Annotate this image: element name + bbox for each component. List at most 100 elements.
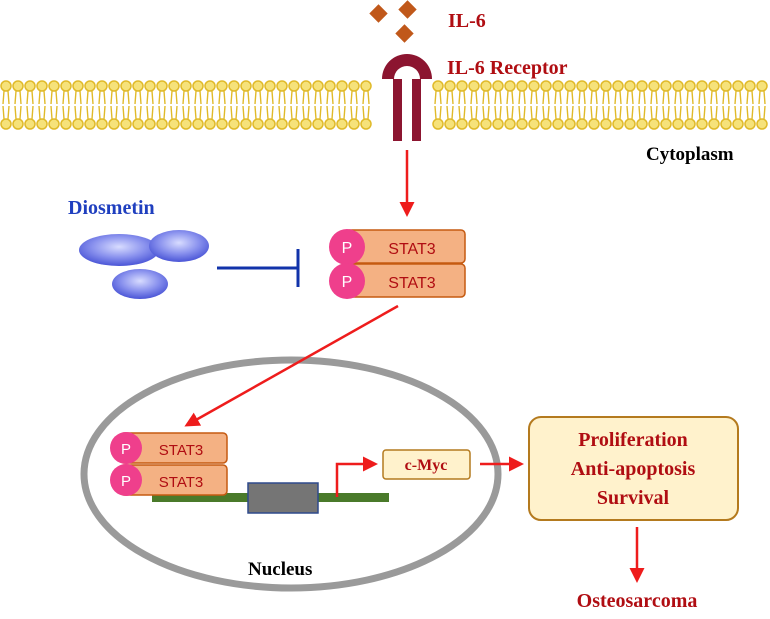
lipid-head — [312, 80, 324, 92]
lipid-head — [624, 118, 636, 130]
lipid-head — [708, 118, 720, 130]
lipid-tail — [470, 90, 473, 105]
lipid-head — [348, 80, 360, 92]
lipid-head — [348, 118, 360, 130]
lipid-tail — [26, 105, 29, 120]
lipid-tail — [643, 105, 646, 120]
phosphate-icon — [110, 432, 142, 464]
lipid-head — [672, 80, 684, 92]
lipid-tail — [734, 105, 737, 120]
lipid-head — [588, 118, 600, 130]
lipid-tail — [175, 105, 178, 120]
lipid-head — [540, 80, 552, 92]
lipid-head — [288, 118, 300, 130]
lipid-head — [672, 118, 684, 130]
lipid-head — [636, 80, 648, 92]
lipid-head — [696, 118, 708, 130]
lipid-tail — [367, 105, 370, 120]
lipid-tail — [655, 105, 658, 120]
lipid-head — [540, 118, 552, 130]
promoter-region — [247, 482, 319, 514]
lipid-tail — [38, 90, 41, 105]
lipid-tail — [607, 90, 610, 105]
lipid-tail — [494, 90, 497, 105]
lipid-head — [504, 80, 516, 92]
lipid-head — [120, 118, 132, 130]
lipid-head — [648, 118, 660, 130]
lipid-tail — [482, 105, 485, 120]
outcome-survival: Survival — [597, 487, 670, 509]
lipid-head — [288, 80, 300, 92]
lipid-head — [60, 118, 72, 130]
lipid-head — [492, 80, 504, 92]
lipid-tail — [194, 90, 197, 105]
lipid-head — [516, 80, 528, 92]
lipid-tail — [86, 105, 89, 120]
lipid-tail — [595, 105, 598, 120]
lipid-tail — [122, 90, 125, 105]
lipid-head — [492, 118, 504, 130]
lipid-tail — [326, 90, 329, 105]
lipid-head — [144, 80, 156, 92]
phosphate-icon — [329, 263, 365, 299]
lipid-tail — [187, 105, 190, 120]
lipid-tail — [139, 90, 142, 105]
lipid-tail — [650, 90, 653, 105]
lipid-head — [24, 80, 36, 92]
lipid-tail — [55, 90, 58, 105]
lipid-head — [180, 80, 192, 92]
lipid-tail — [247, 105, 250, 120]
lipid-head — [168, 80, 180, 92]
lipid-head — [612, 80, 624, 92]
lipid-tail — [703, 90, 706, 105]
lipid-head — [180, 118, 192, 130]
lipid-tail — [19, 105, 22, 120]
lipid-tail — [758, 90, 761, 105]
lipid-head — [276, 80, 288, 92]
lipid-tail — [259, 105, 262, 120]
lipid-head — [456, 118, 468, 130]
lipid-tail — [475, 105, 478, 120]
lipid-head — [480, 80, 492, 92]
lipid-tail — [679, 105, 682, 120]
lipid-tail — [331, 90, 334, 105]
lipid-tail — [38, 105, 41, 120]
lipid-tail — [434, 105, 437, 120]
phosphate-label: P — [121, 473, 131, 490]
diosmetin-molecules-icon — [79, 230, 209, 299]
lipid-tail — [523, 90, 526, 105]
lipid-head — [216, 80, 228, 92]
lipid-head — [156, 80, 168, 92]
lipid-tail — [362, 90, 365, 105]
lipid-head — [252, 118, 264, 130]
lipid-tail — [734, 90, 737, 105]
lipid-tail — [110, 105, 113, 120]
lipid-tail — [91, 90, 94, 105]
lipid-tail — [206, 105, 209, 120]
lipid-tail — [686, 105, 689, 120]
lipid-tail — [679, 90, 682, 105]
lipid-tail — [62, 105, 65, 120]
lipid-head — [228, 80, 240, 92]
lipid-tail — [31, 90, 34, 105]
outcomes-box — [528, 416, 739, 521]
lipid-tail — [182, 90, 185, 105]
lipid-tail — [134, 105, 137, 120]
phosphate-label: P — [121, 441, 131, 458]
lipid-tail — [187, 90, 190, 105]
lipid-tail — [434, 90, 437, 105]
lipid-head — [336, 118, 348, 130]
lipid-tail — [674, 105, 677, 120]
diosmetin-label: Diosmetin — [68, 197, 155, 219]
lipid-head — [588, 80, 600, 92]
lipid-head — [96, 80, 108, 92]
lipid-head — [120, 80, 132, 92]
nucleus-envelope — [80, 356, 502, 592]
cmyc-label: c-Myc — [405, 457, 448, 474]
lipid-tail — [506, 90, 509, 105]
lipid-tail — [115, 90, 118, 105]
phosphate-label: P — [342, 274, 353, 291]
lipid-head — [264, 80, 276, 92]
lipid-tail — [439, 105, 442, 120]
lipid-tail — [67, 90, 70, 105]
